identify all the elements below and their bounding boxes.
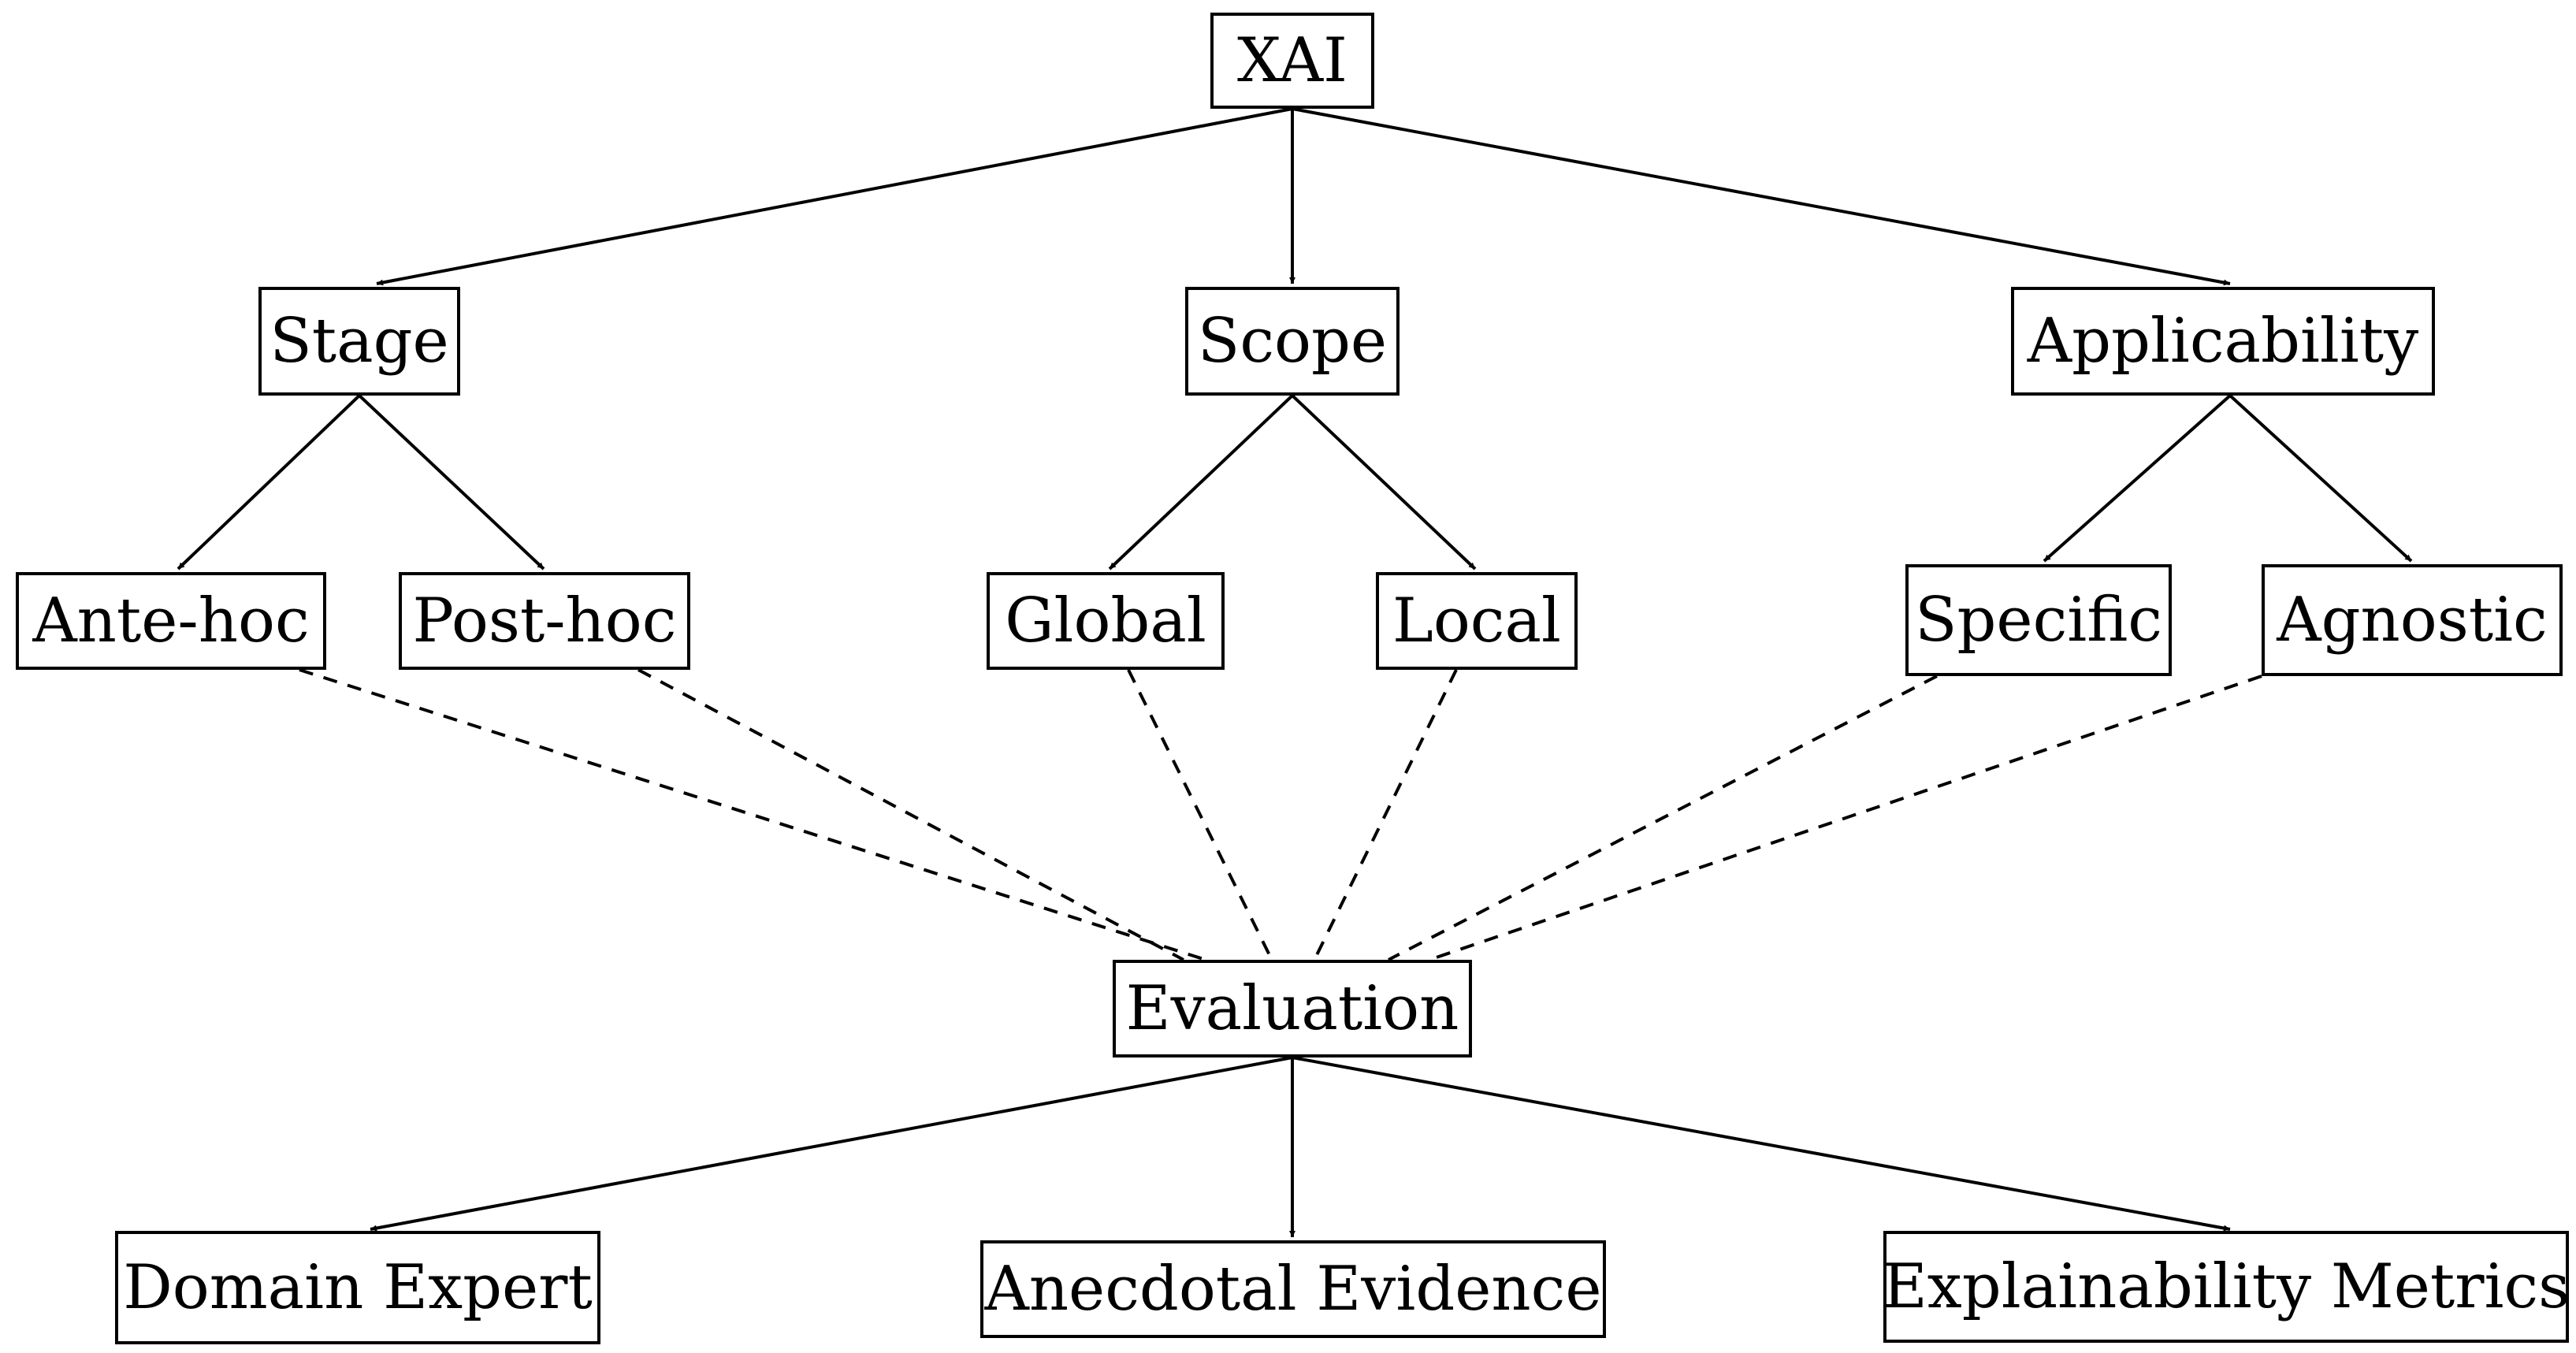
node-stage-label: Stage bbox=[269, 306, 449, 377]
node-global: Global bbox=[987, 572, 1225, 670]
node-applicability-label: Applicability bbox=[2027, 306, 2419, 377]
node-explainability-metrics: Explainability Metrics bbox=[1882, 1231, 2570, 1343]
node-scope-label: Scope bbox=[1197, 306, 1388, 377]
edge-applicability-agnostic bbox=[2228, 394, 2413, 563]
edge-ante-hoc-evaluation bbox=[299, 668, 1206, 961]
node-explainability-metrics-label: Explainability Metrics bbox=[1882, 1251, 2570, 1322]
node-stage: Stage bbox=[258, 287, 460, 396]
node-ante-hoc-label: Ante-hoc bbox=[32, 585, 310, 656]
edge-post-hoc-evaluation bbox=[637, 668, 1184, 961]
edge-evaluation-explainability-metrics bbox=[1292, 1056, 2231, 1232]
node-domain-expert-label: Domain Expert bbox=[123, 1252, 593, 1323]
node-evaluation: Evaluation bbox=[1113, 960, 1472, 1057]
node-scope: Scope bbox=[1185, 287, 1400, 396]
node-ante-hoc: Ante-hoc bbox=[16, 572, 326, 670]
node-xai: XAI bbox=[1210, 13, 1374, 109]
node-global-label: Global bbox=[1005, 585, 1206, 656]
node-specific: Specific bbox=[1905, 564, 2172, 676]
edge-stage-ante-hoc bbox=[177, 394, 361, 571]
node-post-hoc-label: Post-hoc bbox=[412, 585, 677, 656]
edge-local-evaluation bbox=[1313, 669, 1458, 961]
edge-xai-stage bbox=[376, 107, 1293, 286]
node-agnostic-label: Agnostic bbox=[2277, 585, 2548, 656]
node-domain-expert: Domain Expert bbox=[115, 1231, 600, 1344]
node-specific-label: Specific bbox=[1915, 585, 2162, 656]
edge-global-evaluation bbox=[1127, 669, 1273, 961]
edge-xai-applicability bbox=[1292, 107, 2231, 286]
edge-scope-local bbox=[1291, 394, 1477, 571]
node-agnostic: Agnostic bbox=[2262, 564, 2563, 676]
edge-scope-global bbox=[1108, 394, 1294, 571]
node-anecdotal-evidence-label: Anecdotal Evidence bbox=[984, 1254, 1602, 1325]
edge-evaluation-domain-expert bbox=[370, 1056, 1293, 1232]
edge-applicability-specific bbox=[2043, 394, 2232, 563]
edge-specific-evaluation bbox=[1388, 675, 1938, 961]
node-anecdotal-evidence: Anecdotal Evidence bbox=[980, 1240, 1606, 1338]
node-post-hoc: Post-hoc bbox=[399, 572, 690, 670]
node-local: Local bbox=[1376, 572, 1578, 670]
node-evaluation-label: Evaluation bbox=[1125, 973, 1459, 1044]
edge-stage-post-hoc bbox=[358, 394, 545, 571]
node-applicability: Applicability bbox=[2011, 287, 2435, 396]
node-xai-label: XAI bbox=[1237, 25, 1347, 96]
edge-agnostic-evaluation bbox=[1429, 675, 2262, 961]
node-local-label: Local bbox=[1392, 585, 1561, 656]
